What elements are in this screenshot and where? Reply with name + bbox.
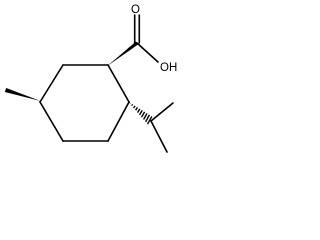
hydroxyl-label: OH (160, 62, 177, 74)
wedge-bond-c1-carboxyl (107, 41, 138, 66)
ring-bond-c1-c2 (107, 64, 130, 103)
wedge-bond-c5-methyl (4, 88, 41, 101)
isopropyl-methyl-bond-lower (150, 120, 168, 153)
hashed-bond-c2-isopropyl (129, 102, 153, 125)
bond-c-oh (136, 42, 159, 63)
ring-bond-c2-c3 (107, 101, 130, 142)
ring-bond-c4-c5 (39, 101, 64, 142)
molecule-canvas: O OH (0, 0, 196, 172)
structure-drawing: O OH (4, 4, 177, 153)
isopropyl-methyl-bond-upper (150, 102, 174, 122)
carbonyl-oxygen-label: O (131, 4, 140, 16)
ring-bond-c5-c6 (39, 64, 64, 103)
